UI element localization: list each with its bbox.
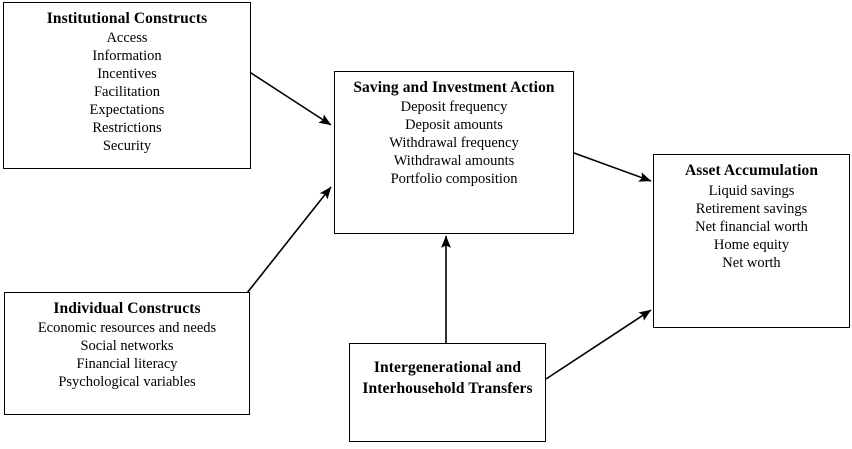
box-item: Social networks	[80, 338, 174, 354]
arrow-saving-to-asset	[573, 152, 652, 182]
arrow-institutional-to-saving	[247, 70, 332, 126]
arrow-individual-to-saving	[246, 186, 332, 294]
box-item: Withdrawal amounts	[393, 153, 515, 169]
box-item: Expectations	[89, 102, 165, 118]
box-item: Financial literacy	[76, 356, 178, 372]
box-saving-items: Deposit frequency Deposit amounts Withdr…	[335, 98, 573, 188]
box-transfers-title: Intergenerational and Interhousehold Tra…	[362, 359, 533, 397]
box-item: Information	[92, 48, 162, 64]
box-asset-items: Liquid savings Retirement savings Net fi…	[654, 182, 849, 272]
box-item: Security	[102, 138, 152, 154]
box-item: Facilitation	[93, 84, 161, 100]
box-item: Restrictions	[92, 120, 162, 136]
box-asset-accumulation: Asset Accumulation Liquid savings Retire…	[653, 154, 850, 328]
box-item: Withdrawal frequency	[389, 135, 519, 151]
box-institutional-items: Access Information Incentives Facilitati…	[4, 29, 250, 155]
box-intergenerational-transfers: Intergenerational and Interhousehold Tra…	[349, 343, 546, 442]
box-item: Deposit amounts	[405, 117, 503, 133]
box-asset-title: Asset Accumulation	[684, 162, 819, 179]
box-item: Net financial worth	[695, 219, 808, 235]
box-individual-items: Economic resources and needs Social netw…	[5, 319, 249, 391]
box-item: Home equity	[713, 237, 790, 253]
box-item: Economic resources and needs	[37, 320, 217, 336]
box-individual-constructs: Individual Constructs Economic resources…	[4, 292, 250, 415]
box-item: Retirement savings	[695, 201, 808, 217]
box-item: Deposit frequency	[400, 99, 508, 115]
box-item: Net worth	[722, 255, 781, 271]
arrow-transfers-to-asset	[545, 309, 652, 380]
box-item: Access	[106, 30, 148, 46]
box-item: Incentives	[97, 66, 157, 82]
box-item: Portfolio composition	[390, 171, 518, 187]
box-item: Psychological variables	[58, 374, 196, 390]
box-item: Liquid savings	[708, 183, 795, 199]
box-saving-and-investment-action: Saving and Investment Action Deposit fre…	[334, 71, 574, 234]
box-individual-title: Individual Constructs	[53, 300, 201, 317]
box-institutional-constructs: Institutional Constructs Access Informat…	[3, 2, 251, 169]
box-institutional-title: Institutional Constructs	[46, 10, 208, 27]
box-saving-title: Saving and Investment Action	[353, 79, 555, 96]
